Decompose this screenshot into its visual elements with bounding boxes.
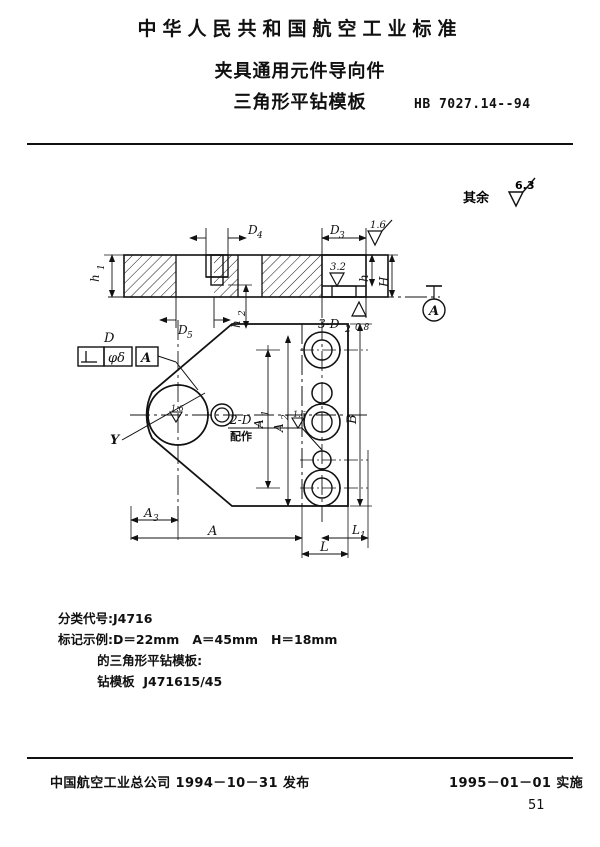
header-divider-rule bbox=[27, 143, 573, 145]
svg-text:5: 5 bbox=[187, 331, 193, 341]
svg-text:3.2: 3.2 bbox=[330, 262, 346, 273]
general-roughness-note: 其余 6.3 bbox=[463, 176, 555, 213]
page-number: 51 bbox=[528, 798, 545, 813]
document-title-line1: 夹具通用元件导向件 bbox=[214, 61, 386, 82]
svg-text:2-D: 2-D bbox=[229, 413, 252, 427]
dim-h1-label: h bbox=[88, 274, 102, 282]
svg-text:1: 1 bbox=[261, 410, 271, 416]
engineering-drawing-svg: D 4 D 3 h 1 D 5 h 2 bbox=[77, 219, 446, 558]
dim-D3-label: D bbox=[329, 223, 340, 237]
svg-text:0.8: 0.8 bbox=[355, 323, 370, 333]
svg-text:2: 2 bbox=[238, 310, 248, 317]
svg-text:A: A bbox=[427, 304, 439, 319]
tolerance-datum-text: A bbox=[139, 351, 151, 366]
datum-letter-D: D bbox=[103, 331, 115, 346]
issuer-statement: 中国航空工业总公司 1994－10－31 发布 bbox=[50, 776, 310, 791]
marking-example-line1: 标记示例:D＝22mm A＝45mm H＝18mm bbox=[58, 632, 338, 647]
dim-D5-label: D bbox=[177, 323, 188, 337]
dim-L-label: L bbox=[319, 540, 329, 555]
general-note-roughness: 6.3 bbox=[515, 179, 535, 192]
marking-example-line2: 的三角形平钻模板: bbox=[58, 653, 203, 668]
footer-divider-rule bbox=[27, 757, 573, 759]
dim-A-label: A bbox=[207, 524, 217, 539]
svg-text:1: 1 bbox=[97, 264, 107, 270]
svg-text:4: 4 bbox=[256, 231, 263, 241]
roughness-symbol-16: 1.6 bbox=[367, 219, 393, 247]
tolerance-frame: φδ A D bbox=[77, 331, 199, 391]
svg-text:1.6: 1.6 bbox=[370, 220, 387, 231]
svg-text:1.6: 1.6 bbox=[293, 410, 306, 419]
svg-text:2: 2 bbox=[281, 414, 291, 421]
standard-number: HB 7027.14--94 bbox=[414, 97, 531, 112]
marking-example-block: 分类代号:J4716 标记示例:D＝22mm A＝45mm H＝18mm 的三角… bbox=[58, 608, 337, 692]
roughness-symbol-32: 3.2 bbox=[328, 262, 346, 288]
document-title-line2: 三角形平钻模板 bbox=[233, 92, 367, 113]
dim-H-label: H bbox=[377, 276, 391, 288]
roughness-symbol-08: 0.8 bbox=[351, 300, 370, 333]
roughness-symbol-hole: 1.6 bbox=[291, 410, 306, 430]
dim-A1-label: A bbox=[252, 419, 266, 429]
svg-text:3: 3 bbox=[339, 231, 345, 241]
tolerance-value-text: φδ bbox=[108, 351, 125, 366]
dim-A3-label: A bbox=[143, 506, 153, 520]
dim-A2-label: A bbox=[272, 423, 286, 433]
svg-text:1: 1 bbox=[360, 531, 366, 541]
svg-text:3: 3 bbox=[153, 514, 159, 524]
section-marker-A: A bbox=[422, 285, 446, 322]
marking-example-line3: 钻模板 J471615/45 bbox=[58, 674, 223, 689]
dim-h-label: h bbox=[357, 274, 371, 282]
axis-label-Y: Y bbox=[110, 433, 121, 448]
dim-B-label: B bbox=[345, 414, 360, 425]
general-note-label: 其余 bbox=[463, 190, 490, 206]
hole-note-text: 配作 bbox=[230, 429, 252, 443]
svg-text:1: 1 bbox=[256, 421, 262, 431]
dim-D4-label: D bbox=[247, 223, 258, 237]
effective-date: 1995－01－01 实施 bbox=[449, 776, 584, 791]
dim-L1-label: L bbox=[351, 523, 360, 537]
classification-code-line: 分类代号:J4716 bbox=[58, 611, 153, 626]
technical-drawing: D 4 D 3 h 1 D 5 h 2 bbox=[0, 150, 600, 580]
national-standard-heading: 中华人民共和国航空工业标准 bbox=[137, 18, 463, 40]
